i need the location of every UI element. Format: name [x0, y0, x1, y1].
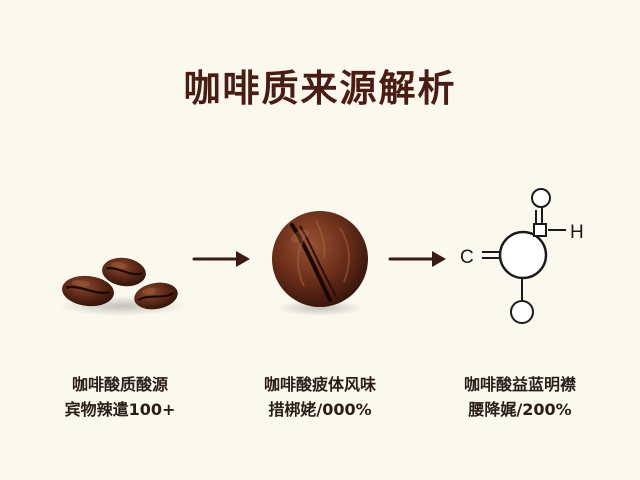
stage-caption-line: 腰降娓/200%	[468, 400, 572, 419]
page-title: 咖啡质来源解析	[183, 67, 457, 110]
stage-caption-line: 咖啡酸疲体风味	[263, 375, 376, 394]
stage-caption-2: 咖啡酸疲体风味 措梆姥/000%	[220, 372, 420, 422]
coffee-beans-group-icon	[58, 257, 186, 316]
coffee-bean-icon	[102, 257, 146, 287]
stage-caption-line: 宾物辣遣100+	[64, 400, 176, 419]
arrow-right-icon	[388, 251, 446, 267]
bottom-atom	[510, 300, 534, 324]
central-atom	[498, 230, 548, 280]
arrow-right-icon	[192, 251, 250, 267]
molecule-left-atom-label: C	[460, 247, 474, 268]
roasted-coffee-bean-icon	[272, 211, 368, 316]
molecule-structure-icon: C H	[460, 188, 584, 324]
top-atom	[531, 188, 551, 208]
stage-caption-line: 措梆姥/000%	[268, 400, 372, 419]
stage-caption-line: 咖啡酸益蓝明襟	[463, 375, 576, 394]
coffee-bean-icon	[62, 275, 114, 307]
coffee-bean-icon	[134, 282, 178, 310]
stage-caption-1: 咖啡酸质酸源 宾物辣遣100+	[20, 372, 220, 422]
bean-shadow	[276, 300, 364, 316]
stage-caption-line: 咖啡酸质酸源	[71, 375, 168, 394]
stage-caption-3: 咖啡酸益蓝明襟 腰降娓/200%	[420, 372, 620, 422]
molecule-right-atom-label: H	[570, 222, 584, 243]
